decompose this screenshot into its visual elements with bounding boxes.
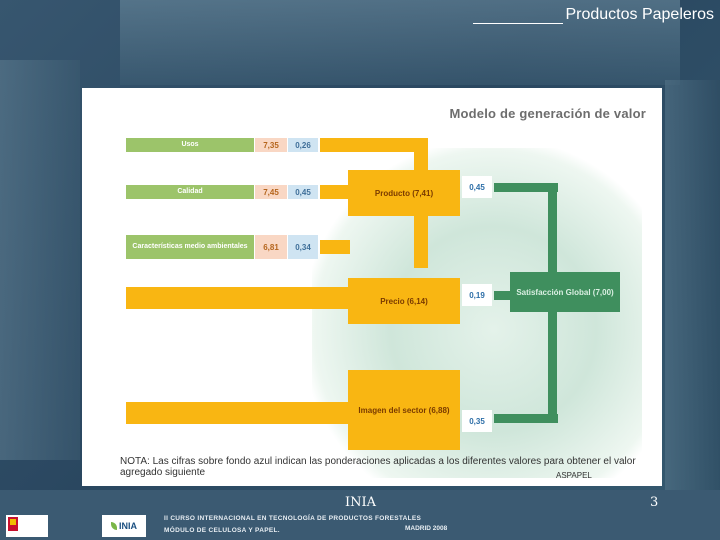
gobierno-logo (6, 515, 48, 537)
input-score-usos: 7,35 (255, 138, 287, 152)
input-weight-usos: 0,26 (288, 138, 318, 152)
connector-imagen (126, 402, 352, 424)
inia-logo: INIA (102, 515, 146, 537)
connector-precio (126, 287, 352, 309)
node-precio: Precio (6,14) (348, 278, 460, 324)
input-label-usos: Usos (126, 138, 254, 152)
node-producto: Producto (7,41) (348, 170, 460, 216)
input-score-medioambientales: 6,81 (255, 235, 287, 259)
connector-usos (320, 138, 426, 152)
title-rule (473, 9, 564, 24)
slide-title: Productos Papeleros (473, 6, 714, 24)
weight-precio: 0,19 (462, 284, 492, 306)
input-weight-calidad: 0,45 (288, 185, 318, 199)
crown-icon (10, 519, 16, 525)
diagram-note: NOTA: Las cifras sobre fondo azul indica… (120, 456, 636, 478)
diagram-title: Modelo de generación de valor (449, 106, 646, 121)
background-photo-left (0, 60, 80, 460)
footer-inia-text: INIA (345, 495, 377, 510)
green-connector-imagen (494, 414, 558, 423)
green-connector-precio (494, 291, 514, 300)
node-satisfaccion-global: Satisfacción Global (7,00) (510, 272, 620, 312)
input-label-calidad: Calidad (126, 185, 254, 199)
course-line-1: II CURSO INTERNACIONAL EN TECNOLOGÍA DE … (164, 515, 422, 522)
connector-medioambientales (320, 240, 350, 254)
inia-logo-text: INIA (119, 521, 137, 531)
input-weight-medioambientales: 0,34 (288, 235, 318, 259)
input-score-calidad: 7,45 (255, 185, 287, 199)
weight-producto: 0,45 (462, 176, 492, 198)
weight-imagen: 0,35 (462, 410, 492, 432)
course-date: MADRID 2008 (405, 525, 448, 532)
slide-title-text: Productos Papeleros (565, 6, 714, 23)
connector-calidad (320, 185, 350, 199)
page-number: 3 (650, 495, 659, 510)
leaf-icon (111, 522, 117, 530)
input-label-medioambientales: Características medio ambientales (126, 235, 254, 259)
course-line-2: MÓDULO DE CELULOSA Y PAPEL. (164, 527, 280, 534)
background-photo-right (665, 80, 720, 490)
background-photo-top (120, 0, 680, 85)
green-connector-producto (494, 183, 558, 192)
course-info: II CURSO INTERNACIONAL EN TECNOLOGÍA DE … (164, 513, 421, 537)
diagram-source: ASPAPEL (556, 471, 592, 480)
diagram-panel: Modelo de generación de valor Usos 7,35 … (82, 88, 662, 486)
node-imagen-sector: Imagen del sector (6,88) (348, 370, 460, 450)
